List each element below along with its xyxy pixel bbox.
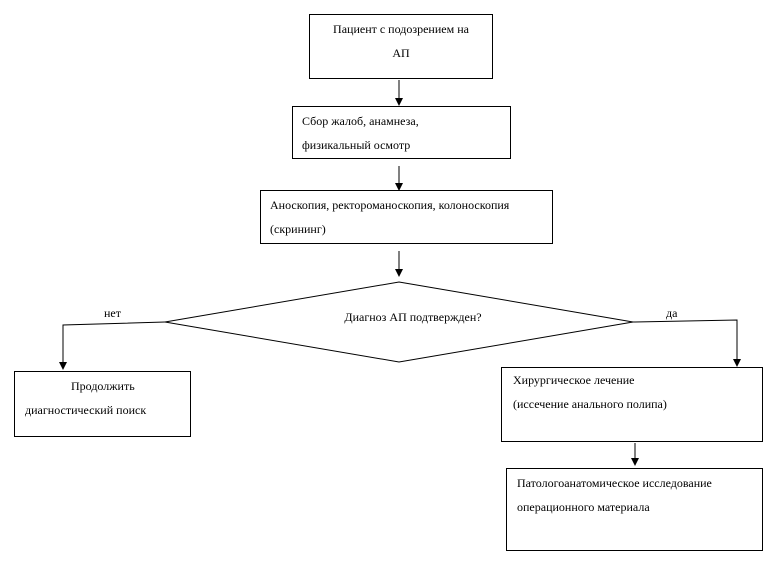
node-pathology-line-1: Патологоанатомическое исследование [517, 476, 712, 490]
node-continue-line-1: Продолжить [71, 379, 135, 393]
node-pathology-line-2: операционного материала [517, 500, 650, 514]
node-surgery-line-2: (иссечение анального полипа) [513, 397, 667, 411]
node-continue: Продолжить диагностический поиск [14, 371, 191, 437]
node-pathology: Патологоанатомическое исследование опера… [506, 468, 763, 551]
node-complaints-line-2: физикальный осмотр [302, 138, 411, 152]
node-continue-line-2: диагностический поиск [25, 403, 147, 417]
node-patient-line-1: Пациент с подозрением на [333, 22, 469, 36]
node-patient-line-2: АП [392, 46, 410, 60]
yes-label: да [666, 306, 678, 320]
arrow-yes-branch [632, 319, 741, 367]
node-screening-line-2: (скрининг) [270, 222, 326, 236]
node-complaints-line-1: Сбор жалоб, анамнеза, [302, 114, 419, 128]
node-surgery-line-1: Хирургическое лечение [513, 373, 635, 387]
no-label: нет [104, 306, 122, 320]
node-surgery: Хирургическое лечение (иссечение анально… [501, 367, 763, 442]
node-screening-line-1: Аноскопия, ректороманоскопия, колоноскоп… [270, 198, 510, 212]
node-complaints: Сбор жалоб, анамнеза, физикальный осмотр [292, 106, 511, 159]
node-screening: Аноскопия, ректороманоскопия, колоноскоп… [260, 190, 553, 244]
decision-diamond [164, 281, 634, 363]
decision-text: Диагноз АП подтвержден? [344, 310, 481, 324]
arrow-no-branch [59, 321, 166, 370]
node-patient: Пациент с подозрением на АП [309, 14, 493, 79]
